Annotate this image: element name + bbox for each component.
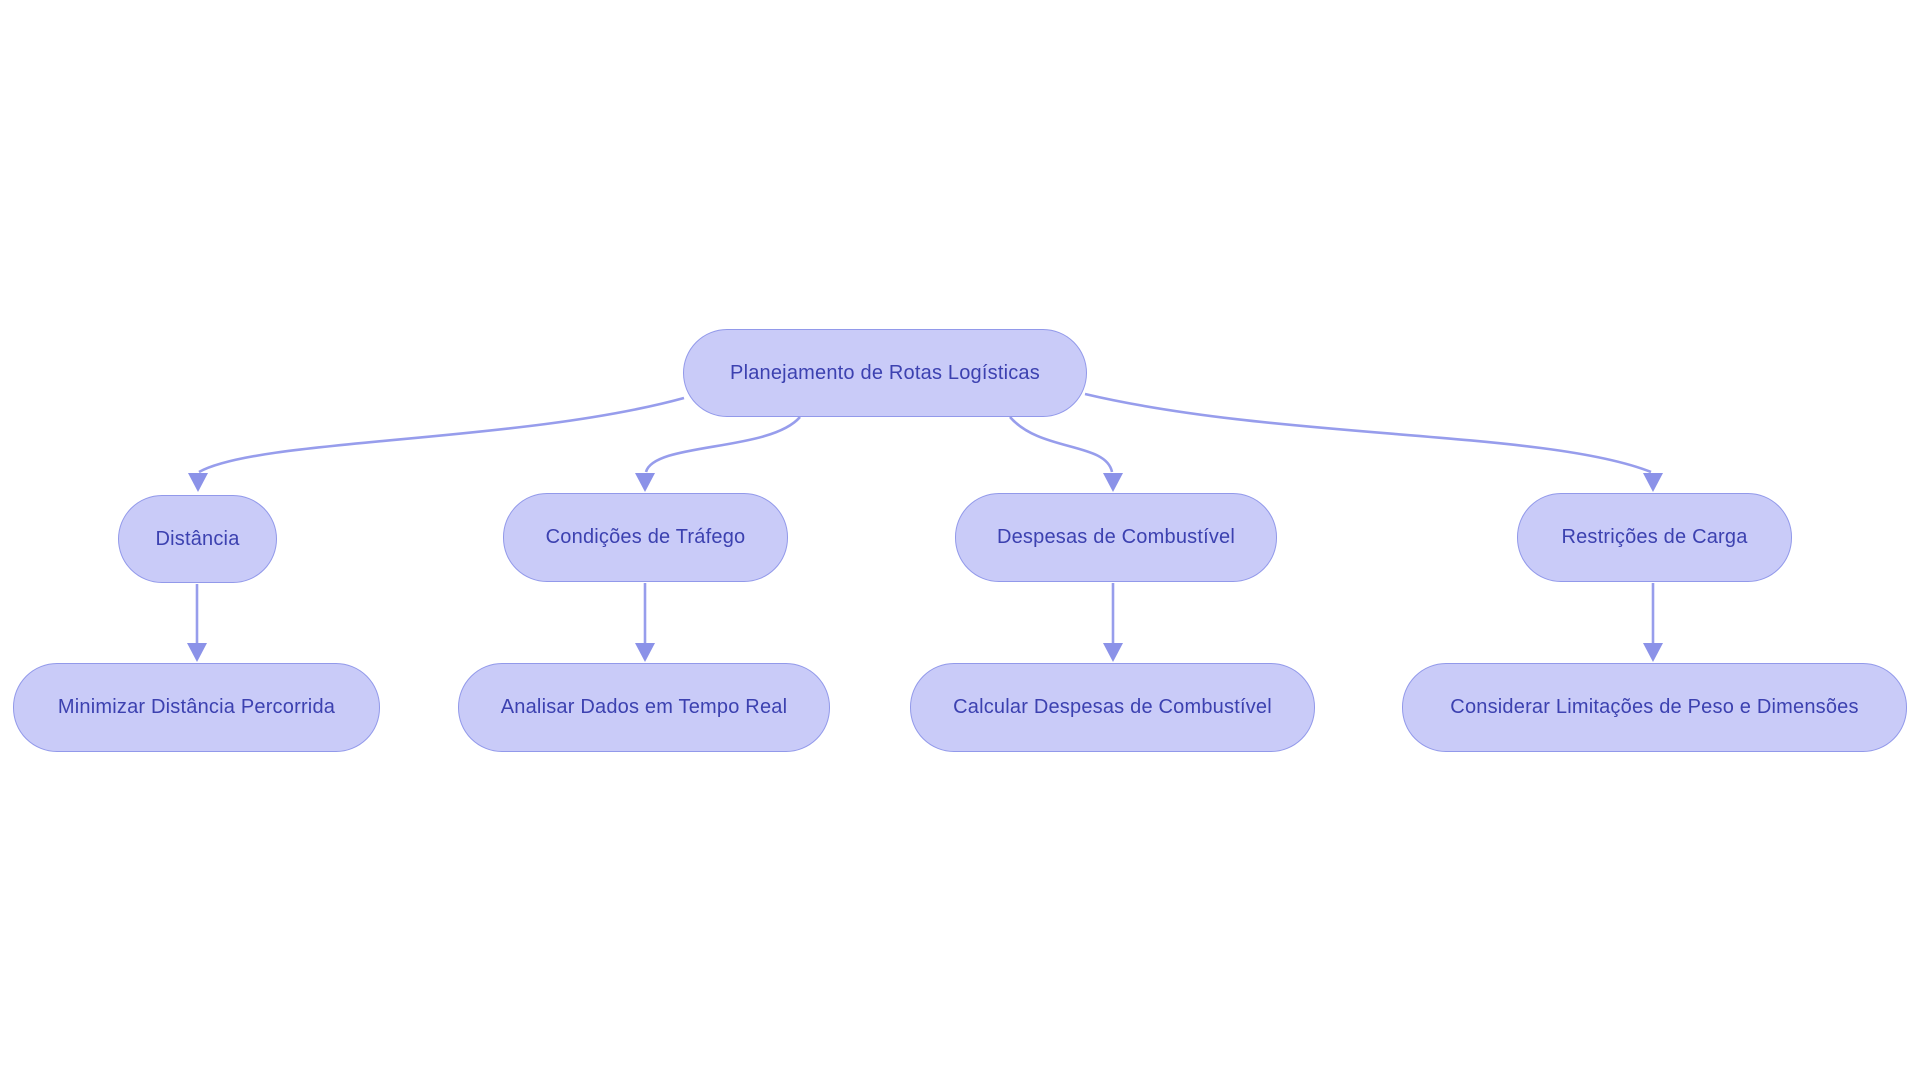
node-root-label: Planejamento de Rotas Logísticas — [730, 361, 1040, 384]
node-action-label: Minimizar Distância Percorrida — [57, 696, 336, 718]
arrowhead-considerar — [1643, 643, 1663, 662]
arrowhead-despesas — [1103, 473, 1123, 492]
arrowhead-condicoes — [635, 473, 655, 492]
edge-root-to-despesas — [1009, 416, 1114, 473]
arrowhead-distancia — [188, 473, 208, 492]
arrowhead-minimizar — [187, 643, 207, 662]
edge-root-to-condicoes — [644, 416, 801, 473]
node-root-planejamento: Planejamento de Rotas Logísticas — [683, 329, 1087, 417]
node-action-minimizar-distancia: Minimizar Distância Percorrida — [13, 663, 380, 752]
node-action-label: Calcular Despesas de Combustível — [953, 696, 1272, 718]
edge-root-to-restricoes — [1084, 392, 1652, 474]
node-action-calcular-despesas: Calcular Despesas de Combustível — [910, 663, 1315, 752]
arrowhead-restricoes — [1643, 473, 1663, 492]
node-action-analisar-dados: Analisar Dados em Tempo Real — [458, 663, 830, 752]
node-category-label: Distância — [155, 527, 240, 550]
arrowhead-calcular — [1103, 643, 1123, 662]
node-category-despesas-de-combustivel: Despesas de Combustível — [955, 493, 1277, 582]
arrowhead-analisar — [635, 643, 655, 662]
node-category-label: Condições de Tráfego — [545, 526, 746, 548]
node-action-label: Analisar Dados em Tempo Real — [500, 696, 788, 718]
node-category-condicoes-de-trafego: Condições de Tráfego — [503, 493, 788, 582]
node-category-restricoes-de-carga: Restrições de Carga — [1517, 493, 1792, 582]
node-action-considerar-limitacoes: Considerar Limitações de Peso e Dimensõe… — [1402, 663, 1907, 752]
node-action-label: Considerar Limitações de Peso e Dimensõe… — [1450, 696, 1859, 718]
node-category-label: Despesas de Combustível — [996, 526, 1236, 548]
node-category-label: Restrições de Carga — [1561, 526, 1748, 548]
node-category-distancia: Distância — [118, 495, 277, 583]
edge-root-to-distancia — [198, 396, 685, 474]
